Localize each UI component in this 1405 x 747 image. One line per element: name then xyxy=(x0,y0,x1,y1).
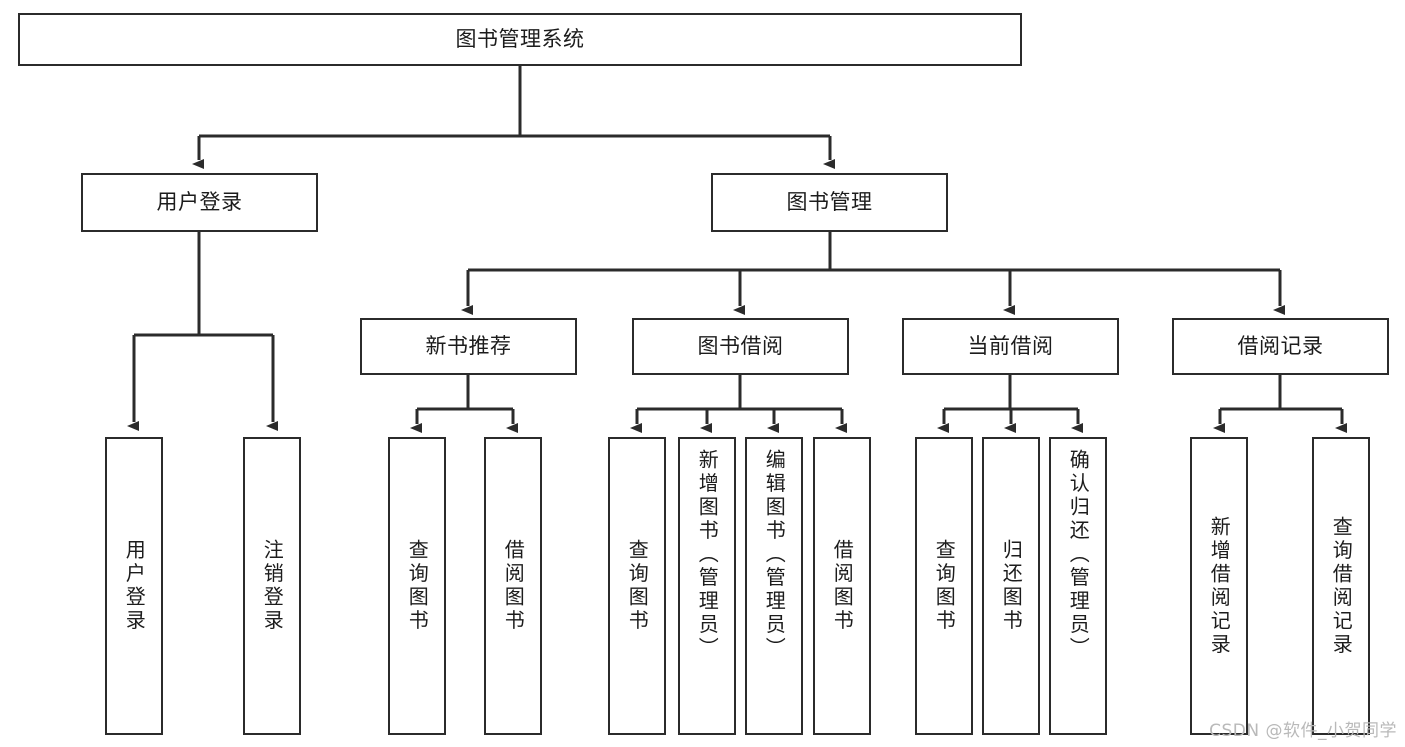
node-leaf-query-book-3[interactable]: 查询图书 xyxy=(915,437,973,735)
csdn-watermark: CSDN @软件_小贺同学 xyxy=(1209,721,1397,741)
node-leaf-return-book[interactable]: 归还图书 xyxy=(982,437,1040,735)
node-leaf-borrow-book-1-label: 借阅图书 xyxy=(501,539,526,633)
node-leaf-query-book-1-label: 查询图书 xyxy=(405,539,430,633)
node-borrow-record-label: 借阅记录 xyxy=(1237,333,1324,358)
node-book-borrow[interactable]: 图书借阅 xyxy=(632,318,849,375)
node-root-label: 图书管理系统 xyxy=(455,26,585,51)
node-new-book-recommend[interactable]: 新书推荐 xyxy=(360,318,577,375)
node-leaf-borrow-book-2[interactable]: 借阅图书 xyxy=(813,437,871,735)
node-leaf-logout-login-label: 注销登录 xyxy=(260,539,285,633)
node-leaf-query-book-2[interactable]: 查询图书 xyxy=(608,437,666,735)
node-borrow-record[interactable]: 借阅记录 xyxy=(1172,318,1389,375)
node-root[interactable]: 图书管理系统 xyxy=(18,13,1022,66)
node-leaf-add-book[interactable]: 新增图书（管理员） xyxy=(678,437,736,735)
node-leaf-query-book-3-label: 查询图书 xyxy=(932,539,957,633)
node-leaf-return-book-label: 归还图书 xyxy=(999,539,1024,633)
node-leaf-edit-book[interactable]: 编辑图书（管理员） xyxy=(745,437,803,735)
node-leaf-confirm-return[interactable]: 确认归还（管理员） xyxy=(1049,437,1107,735)
node-leaf-query-book-2-label: 查询图书 xyxy=(625,539,650,633)
node-book-manage-label: 图书管理 xyxy=(786,189,873,214)
node-book-manage[interactable]: 图书管理 xyxy=(711,173,948,232)
node-new-book-recommend-label: 新书推荐 xyxy=(425,333,512,358)
node-leaf-borrow-book-2-label: 借阅图书 xyxy=(830,539,855,633)
node-leaf-query-book-1[interactable]: 查询图书 xyxy=(388,437,446,735)
node-leaf-borrow-book-1[interactable]: 借阅图书 xyxy=(484,437,542,735)
node-leaf-query-record[interactable]: 查询借阅记录 xyxy=(1312,437,1370,735)
node-current-borrow-label: 当前借阅 xyxy=(967,333,1054,358)
node-leaf-add-record-label: 新增借阅记录 xyxy=(1207,515,1232,657)
node-leaf-add-record[interactable]: 新增借阅记录 xyxy=(1190,437,1248,735)
node-leaf-user-login-label: 用户登录 xyxy=(122,539,147,633)
node-current-borrow[interactable]: 当前借阅 xyxy=(902,318,1119,375)
node-leaf-query-record-label: 查询借阅记录 xyxy=(1329,515,1354,657)
node-leaf-add-book-label: 新增图书（管理员） xyxy=(695,449,720,661)
node-leaf-confirm-return-label: 确认归还（管理员） xyxy=(1066,449,1091,661)
node-user-login-label: 用户登录 xyxy=(156,189,243,214)
node-leaf-edit-book-label: 编辑图书（管理员） xyxy=(762,449,787,661)
node-leaf-user-login[interactable]: 用户登录 xyxy=(105,437,163,735)
node-user-login[interactable]: 用户登录 xyxy=(81,173,318,232)
node-leaf-logout-login[interactable]: 注销登录 xyxy=(243,437,301,735)
node-book-borrow-label: 图书借阅 xyxy=(697,333,784,358)
